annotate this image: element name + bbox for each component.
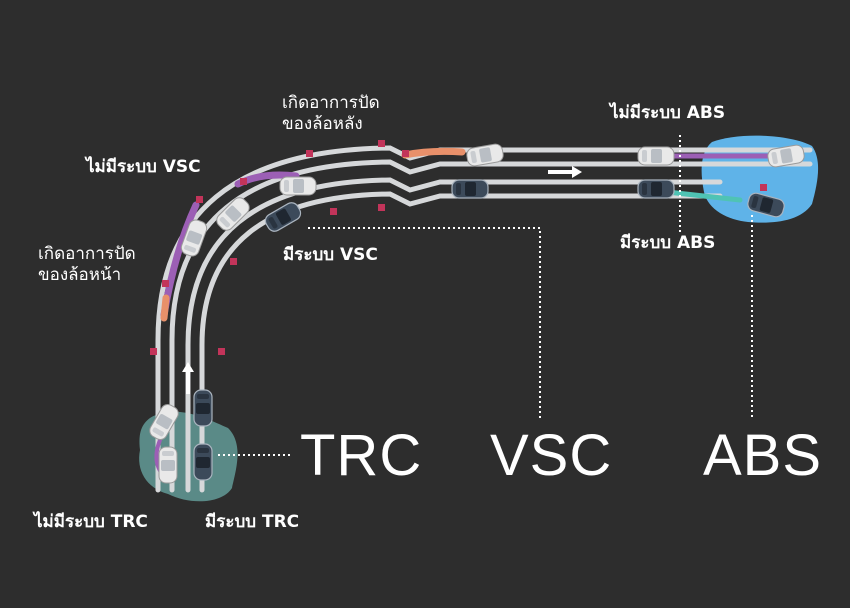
no-abs-label: ไม่มีระบบ ABS [610, 103, 726, 123]
with-vsc-label: มีระบบ VSC [283, 245, 378, 265]
with-abs-label: มีระบบ ABS [620, 233, 716, 253]
cones [150, 140, 767, 355]
front-skid-line2: ของล้อหน้า [38, 265, 122, 286]
road-lanes [155, 145, 813, 493]
with-trc-label: มีระบบ TRC [205, 512, 300, 532]
vsc-system-label: VSC [490, 423, 613, 488]
no-trc-label: ไม่มีระบบ TRC [34, 512, 148, 532]
rear-skid-line1: เกิดอาการปัด [282, 93, 380, 113]
trc-system-label: TRC [300, 423, 423, 488]
rear-skid-label: เกิดอาการปัด ของล้อหลัง [282, 93, 380, 136]
skid-trails [154, 147, 783, 482]
abs-system-label: ABS [703, 423, 823, 488]
connector-lines [218, 135, 753, 456]
front-skid-line1: เกิดอาการปัด [38, 244, 136, 264]
rear-skid-line2: ของล้อหลัง [282, 114, 363, 135]
no-vsc-label: ไม่มีระบบ VSC [86, 157, 201, 177]
direction-arrows [182, 166, 582, 394]
front-skid-label: เกิดอาการปัด ของล้อหน้า [38, 244, 136, 287]
